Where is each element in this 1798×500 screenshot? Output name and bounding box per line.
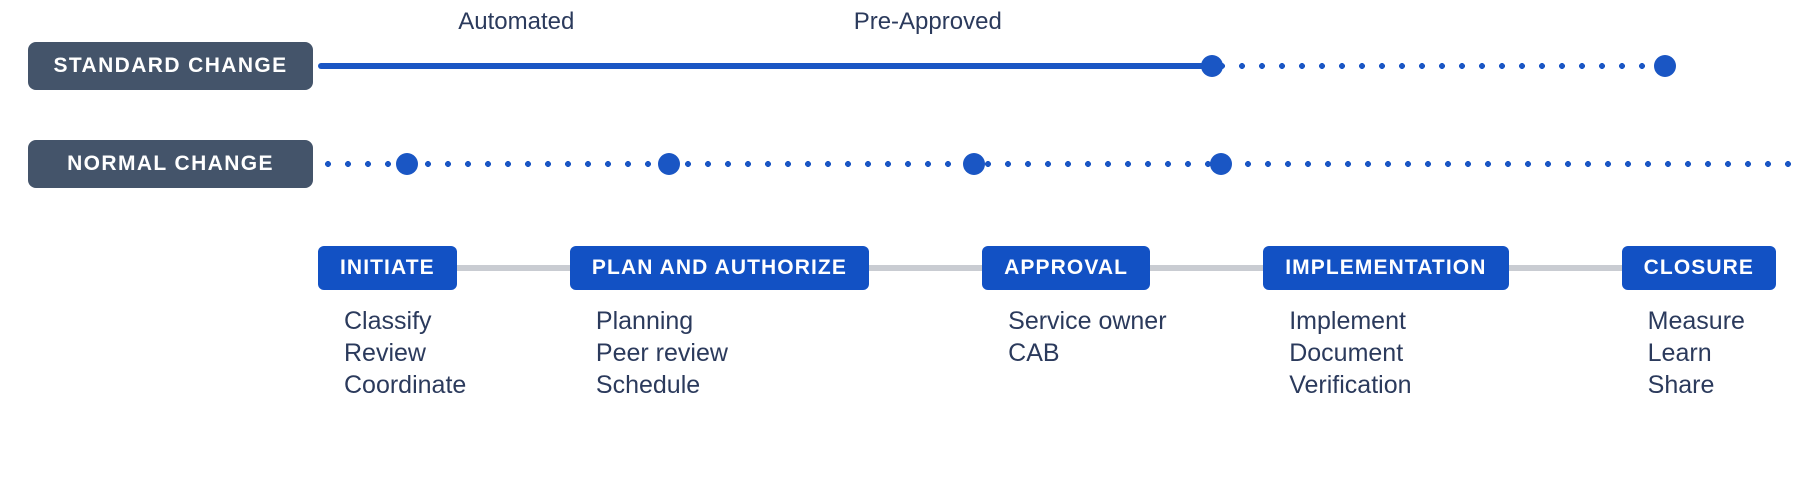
timeline-segment-dotted	[1211, 63, 1665, 69]
change-row-normal-change: NORMAL CHANGE	[0, 140, 1798, 200]
stage-detail-item: Verification	[1289, 371, 1412, 399]
timeline-node	[962, 153, 985, 175]
stage-box-approval[interactable]: APPROVAL	[982, 246, 1151, 290]
stage-box-initiate[interactable]: INITIATE	[318, 246, 457, 290]
stage-box-plan-and-authorize[interactable]: PLAN AND AUTHORIZE	[569, 246, 869, 290]
stage-connector	[456, 265, 570, 271]
timeline-node	[1200, 55, 1223, 77]
timeline-track-standard-change: Automated Pre-Approved	[318, 8, 1798, 90]
stage-detail-item: Learn	[1647, 339, 1712, 367]
stage-detail-item: Implement	[1289, 307, 1406, 335]
badge-normal-change: NORMAL CHANGE	[28, 140, 313, 188]
stage-box-implementation[interactable]: IMPLEMENTATION	[1263, 246, 1509, 290]
stage-connector	[868, 265, 983, 271]
timeline-segment-solid	[318, 63, 1212, 69]
timeline-segment-dotted	[318, 161, 1798, 167]
stage-strip: INITIATE PLAN AND AUTHORIZE APPROVAL IMPLEM…	[318, 246, 1777, 290]
timeline-node	[1209, 153, 1232, 175]
change-row-standard-change: STANDARD CHANGE Automated Pre-Approved	[0, 8, 1798, 102]
stage-connector	[1150, 265, 1264, 271]
stage-box-closure[interactable]: CLOSURE	[1621, 246, 1777, 290]
timeline-node	[657, 153, 680, 175]
stage-detail-item: Classify	[344, 307, 432, 335]
timeline-node	[1653, 55, 1676, 77]
stage-detail-item: Measure	[1647, 307, 1745, 335]
stage-detail-item: Planning	[595, 307, 694, 335]
stage-detail-item: Coordinate	[344, 371, 467, 399]
stage-detail-item: Review	[344, 339, 426, 367]
timeline-node	[395, 153, 418, 175]
timeline-label-pre-approved: Pre-Approved	[853, 8, 1002, 35]
timeline-label-automated: Automated	[458, 8, 575, 35]
stage-detail-item: CAB	[1008, 339, 1060, 367]
stage-detail-item: Document	[1289, 339, 1404, 367]
stage-detail-item: Service owner	[1008, 307, 1167, 335]
badge-standard-change: STANDARD CHANGE	[28, 42, 313, 90]
stage-connector	[1508, 265, 1622, 271]
stage-detail-item: Peer review	[595, 339, 728, 367]
timeline-track-normal-change	[318, 140, 1798, 188]
stage-detail-item: Schedule	[595, 371, 701, 399]
stage-detail-item: Share	[1647, 371, 1715, 399]
